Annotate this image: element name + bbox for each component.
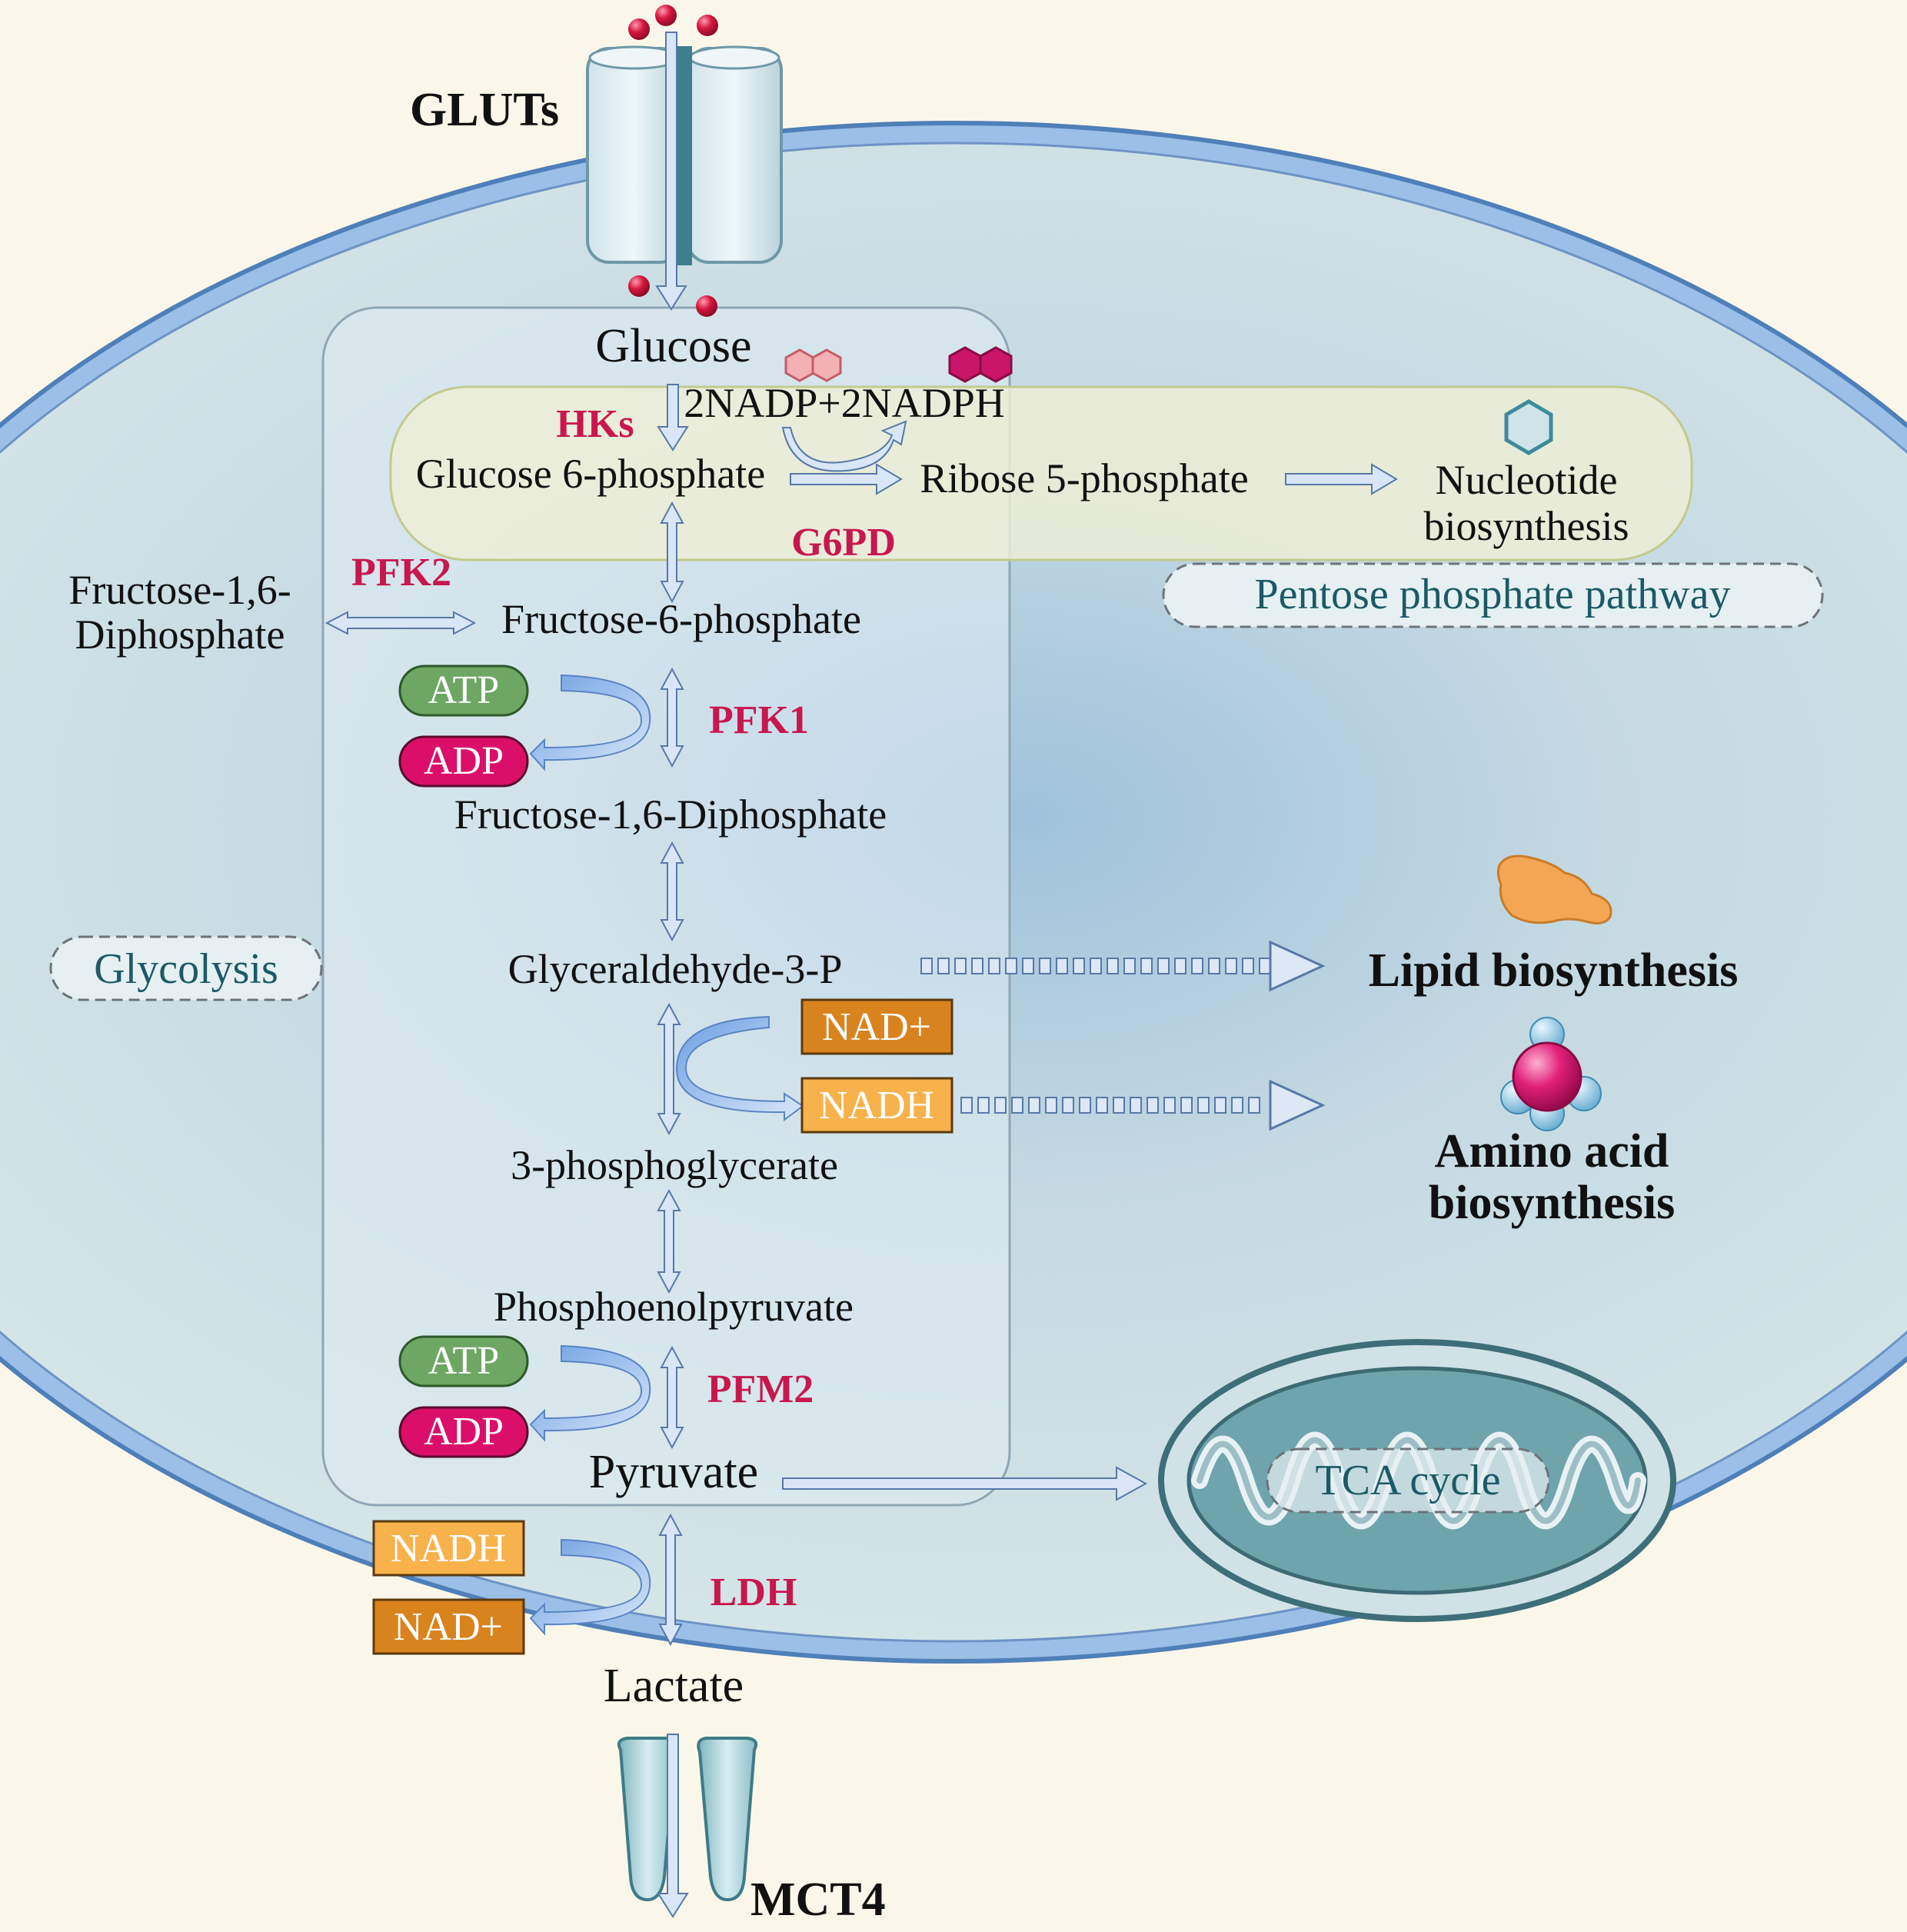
ldh-cofactor-arrow [529,1538,651,1636]
g6pd-label: G6PD [791,521,896,565]
ppp-tag: Pentose phosphate pathway [1255,571,1731,618]
glycolysis-tag: Glycolysis [94,945,278,993]
f6p-label: Fructose-6-phosphate [501,596,861,642]
f16dp-side-label-2: Diphosphate [75,611,285,658]
adp-badge [398,735,529,788]
glycolysis-region [321,306,1011,1507]
pfm2-label: PFM2 [707,1367,814,1411]
nadh-badge [800,1077,954,1134]
nad-label: NAD+ [822,1005,931,1049]
f16dp-side-label-1: Fructose-1,6- [68,567,291,613]
g6p-label: Glucose 6-phosphate [416,451,765,497]
arrow-pyruvate-lactate [658,1513,683,1647]
lipid-label: Lipid biosynthesis [1369,944,1739,997]
nadh-label: NADH [819,1084,934,1128]
pfm2-cofactor-arrow [529,1344,651,1442]
ppp-region [389,385,1693,561]
nadh-label-2: NADH [391,1527,506,1571]
adp-label-2: ADP [424,1410,504,1454]
arrow-nadh-amino [960,1079,1326,1131]
pfk1-label: PFK1 [709,698,809,742]
tca-tag-frame [1266,1447,1550,1514]
atp-label-2: ATP [428,1339,499,1383]
lipid-icon [1496,854,1612,924]
glucose-molecule-icon [628,5,718,317]
adp-badge-2 [398,1406,529,1458]
arrow-f16dp-g3p [660,841,684,942]
nadp-curve-arrow [781,420,907,472]
glut-transporter [586,45,783,265]
ldh-label: LDH [711,1571,797,1614]
nad-badge-2 [372,1598,525,1655]
pyruvate-label: Pyruvate [589,1446,758,1498]
adp-label: ADP [424,739,504,783]
nucleotide-label-1: Nucleotide [1436,457,1618,503]
amino-acid-icon [1500,1017,1602,1131]
tca-tag: TCA cycle [1315,1457,1500,1504]
arrow-g6p-f6p [660,501,684,604]
arrow-f6p-f16dp [660,667,684,768]
r5p-label: Ribose 5-phosphate [920,455,1248,501]
3pg-label: 3-phosphoglycerate [511,1142,838,1188]
nadh-badge-2 [372,1520,525,1577]
g3p-cofactor-arrow [675,1015,804,1121]
atp-badge [398,665,529,717]
glucose-label: Glucose [595,320,751,372]
nadp-icon [784,348,842,382]
mct4-transporter [617,1737,758,1902]
g3p-label: Glyceraldehyde-3-P [508,946,843,992]
arrow-glucose-g6p [657,384,689,451]
nad-badge [800,998,954,1055]
atp-label: ATP [428,668,499,712]
pep-label: Phosphoenolpyruvate [494,1284,854,1330]
arrow-r5p-nucleotide [1285,463,1398,495]
arrow-3pg-pep [657,1188,681,1294]
ppp-tag-frame [1162,562,1824,628]
f16dp-label: Fructose-1,6-Diphosphate [454,791,887,838]
arrow-pyruvate-tca [782,1466,1148,1501]
hk-label: HKs [556,402,634,446]
pfk1-cofactor-arrow [529,674,651,771]
mct4-label: MCT4 [750,1874,886,1926]
arrow-g3p-3pg [657,1002,681,1136]
amino-label-2: biosynthesis [1429,1177,1675,1229]
arrow-pfk2 [324,611,477,635]
nadph-icon [948,346,1013,383]
arrow-g6p-r5p [790,463,903,495]
glut-import-arrow [655,32,687,311]
nucleotide-icon [1504,399,1553,455]
cofactor-ppp-label: 2NADP+2NADPH [684,380,1005,426]
arrow-g3p-lipid [920,940,1326,992]
nad-label-2: NAD+ [394,1605,503,1649]
glut-label: GLUTs [410,84,559,136]
glycolysis-tag-frame [49,935,323,1001]
mct4-export-arrow [657,1734,689,1918]
atp-badge-2 [398,1335,529,1387]
arrow-pep-pyruvate [660,1345,684,1450]
amino-label-1: Amino acid [1435,1125,1669,1178]
pfk2-label: PFK2 [351,551,451,595]
nucleotide-label-2: biosynthesis [1423,503,1629,549]
lactate-label: Lactate [604,1660,744,1712]
